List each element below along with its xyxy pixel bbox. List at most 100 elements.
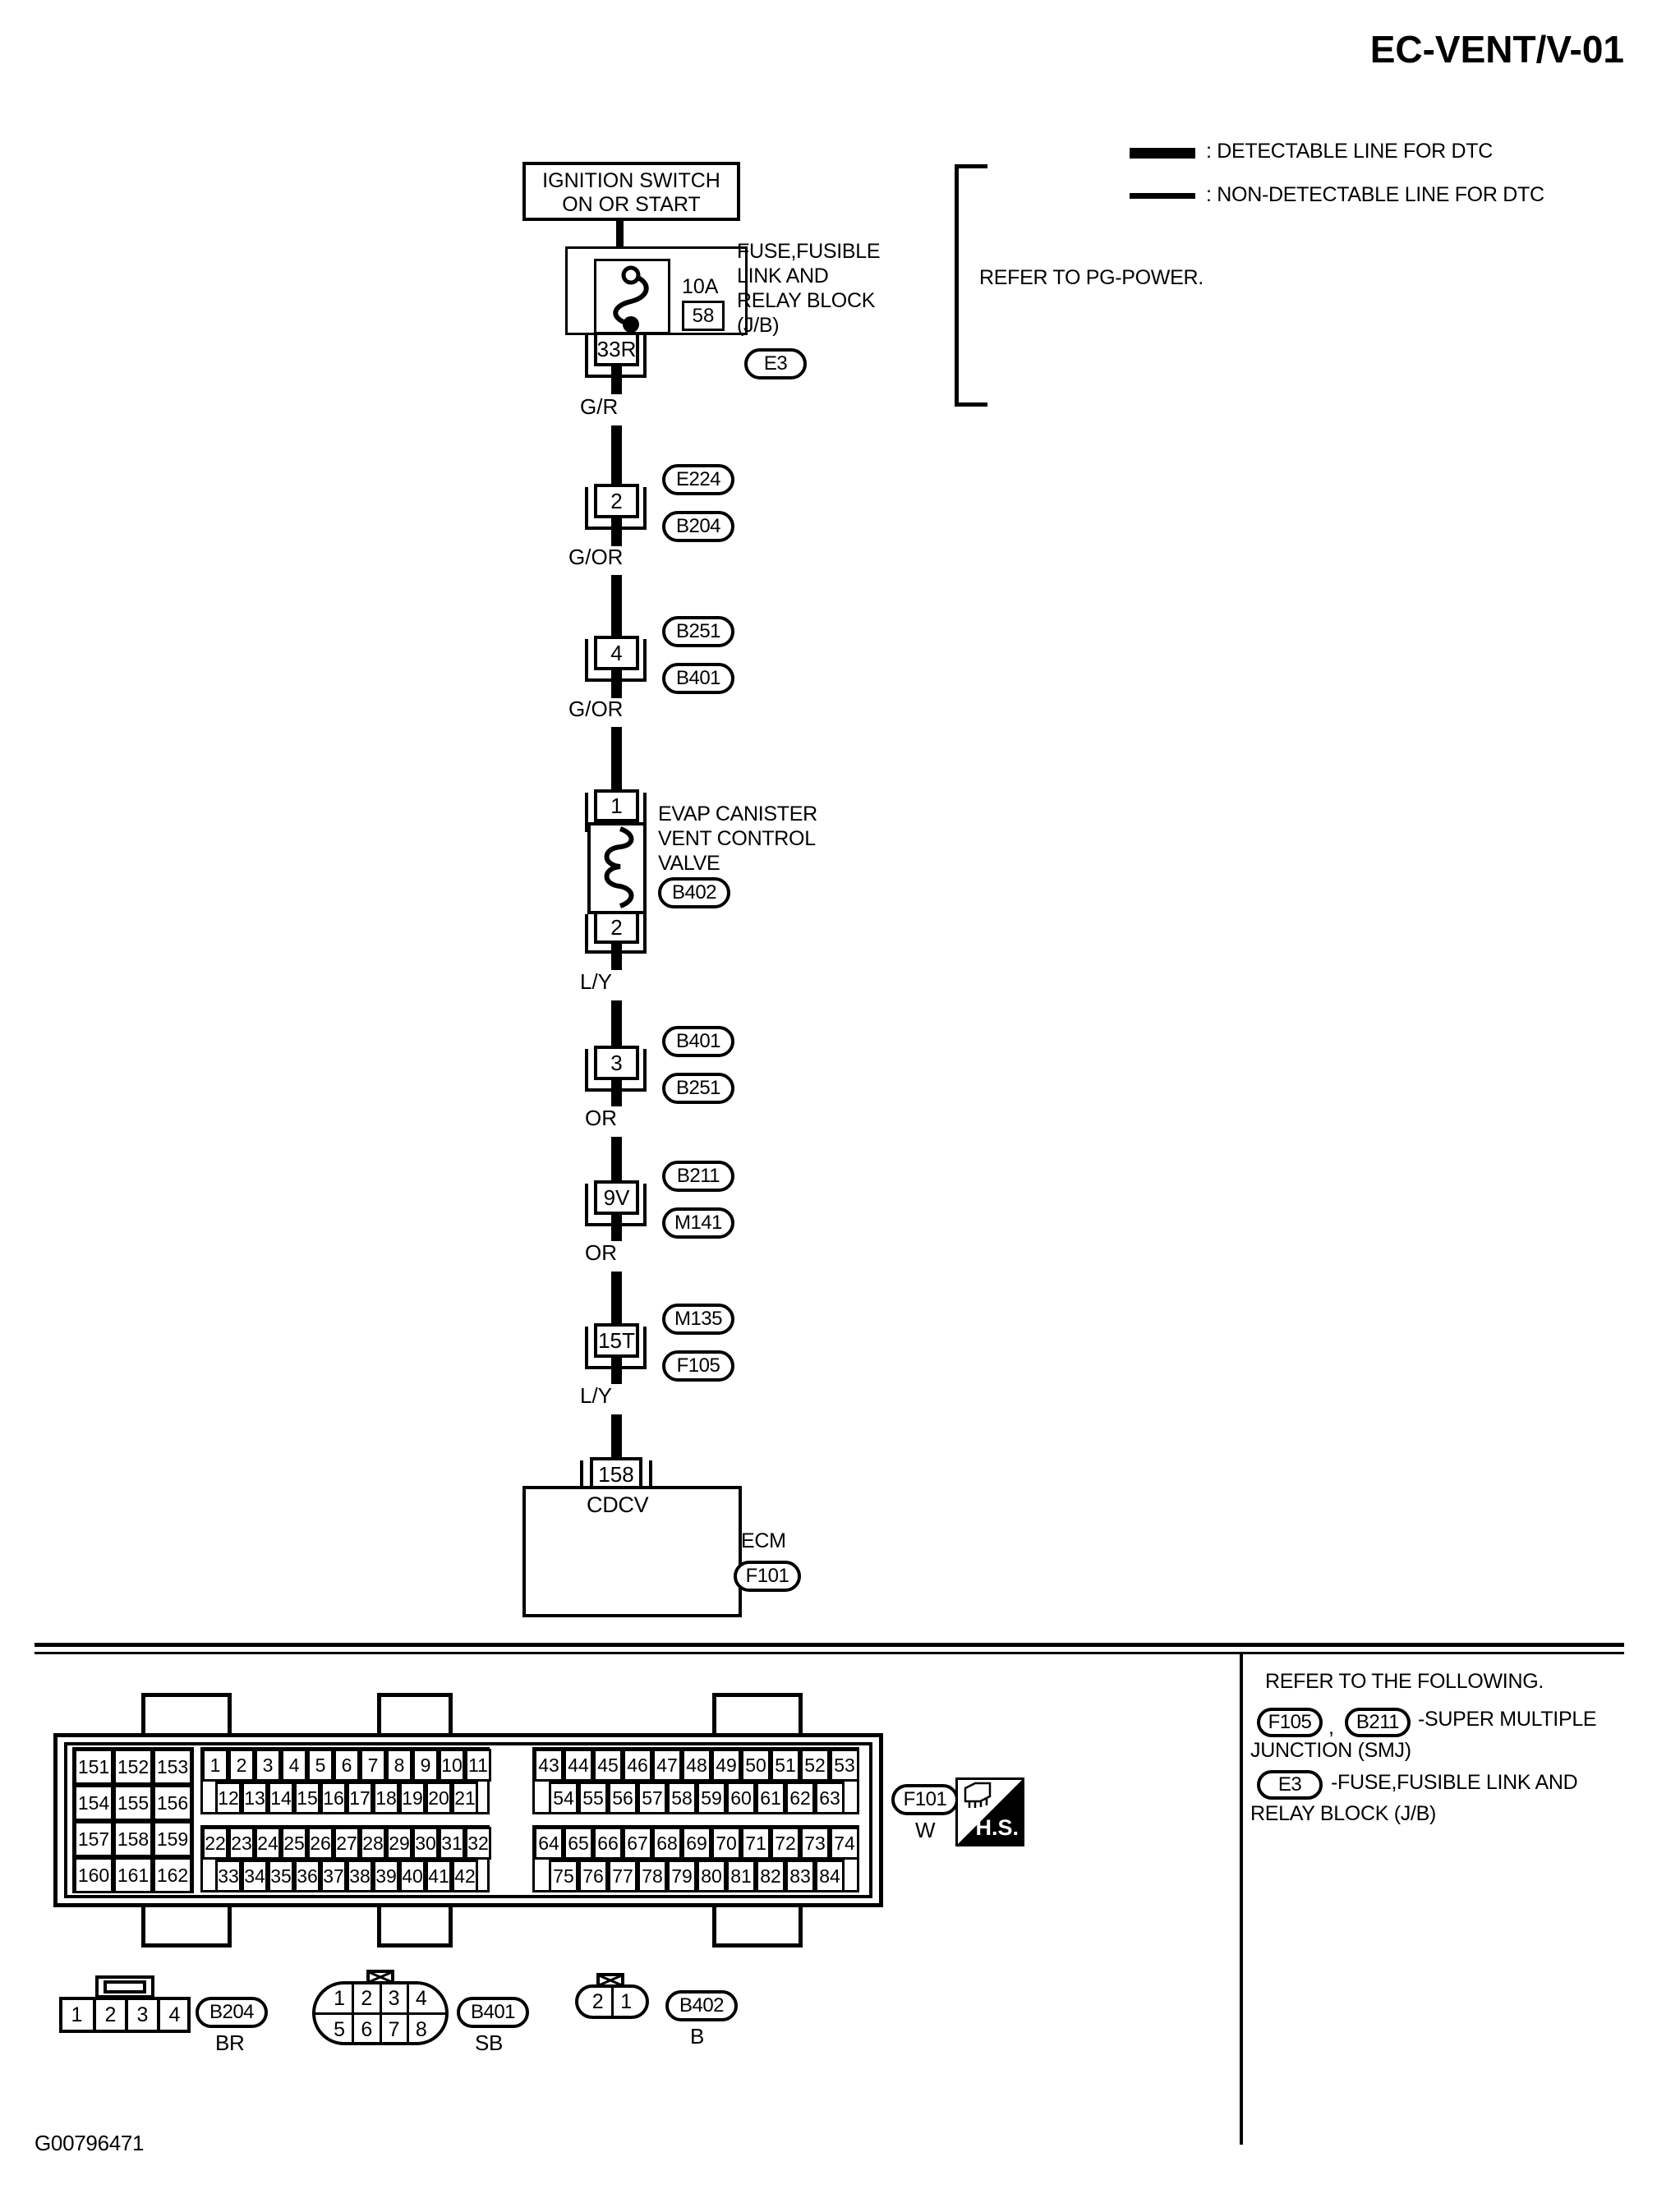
section-divider-top-2 xyxy=(35,1652,1624,1654)
bottom-connector-id-B204: B204 xyxy=(196,1997,268,2028)
ecm-pin-15: 15 xyxy=(294,1782,320,1814)
connector-tab-top-2 xyxy=(377,1693,453,1737)
wire-color-GOR-2: G/OR xyxy=(568,697,624,721)
evap-valve-label-line1: EVAP CANISTER xyxy=(658,802,817,825)
ecm-pin-26: 26 xyxy=(307,1827,334,1860)
wire-LY-2 xyxy=(611,1358,622,1384)
bottom-connector-color-B402: B xyxy=(690,2024,705,2049)
fuse-symbol-icon xyxy=(613,265,649,333)
b401-pin-8: 8 xyxy=(406,2014,434,2045)
ecm-name-label: ECM xyxy=(741,1529,786,1552)
ignition-switch-line1: IGNITION SWITCH xyxy=(542,169,720,192)
ecm-pin-153: 153 xyxy=(153,1749,192,1785)
b401-pin-7: 7 xyxy=(379,2014,407,2045)
refer-connector-id-E3: E3 xyxy=(1257,1770,1323,1800)
wire-OR-2 xyxy=(611,1215,622,1241)
b402-notch-x-icon xyxy=(598,1975,623,1986)
wire-GR xyxy=(611,366,622,394)
ecm-pin-77: 77 xyxy=(608,1860,637,1892)
ecm-pin-80: 80 xyxy=(697,1860,726,1892)
b401-row2: 5 6 7 8 xyxy=(327,2014,434,2045)
fuse-number-box: 58 xyxy=(682,301,725,331)
ecm-pin-9: 9 xyxy=(412,1749,439,1782)
ecm-pin-83: 83 xyxy=(785,1860,815,1892)
ecm-pin-154: 154 xyxy=(74,1785,113,1821)
ecm-pin-158: 158 xyxy=(113,1821,153,1857)
ecm-pin-54: 54 xyxy=(549,1782,578,1814)
ecm-pin-28: 28 xyxy=(360,1827,386,1860)
connector-id-B251-lower: B251 xyxy=(662,1073,734,1104)
wire-segment-3 xyxy=(611,727,622,793)
ecm-pin-35: 35 xyxy=(268,1860,294,1892)
detectable-line-swatch xyxy=(1130,148,1195,159)
connector-id-F105: F105 xyxy=(662,1350,734,1382)
ecm-pin-33: 33 xyxy=(215,1860,242,1892)
connector-wire-color-W: W xyxy=(915,1818,936,1842)
pin-3: 3 xyxy=(594,1046,639,1080)
ecm-pin-2: 2 xyxy=(228,1749,255,1782)
ecm-pin-24: 24 xyxy=(255,1827,281,1860)
pg-power-reference: REFER TO PG-POWER. xyxy=(979,266,1204,289)
ecm-pin-70: 70 xyxy=(711,1827,741,1860)
ignition-switch-line2: ON OR START xyxy=(562,193,701,216)
wire-color-OR-2: OR xyxy=(585,1240,617,1265)
ecm-pin-21: 21 xyxy=(452,1782,478,1814)
hs-icon-label: H.S. xyxy=(975,1815,1019,1840)
b402-row: 2 1 xyxy=(585,1986,639,2017)
b204-pin-2: 2 xyxy=(93,1998,125,2031)
section-divider-vertical xyxy=(1240,1652,1243,2145)
ecm-pin-56: 56 xyxy=(608,1782,637,1814)
b204-notch-inner xyxy=(104,1980,146,1994)
connector-tab-bottom-2 xyxy=(377,1903,453,1948)
ecm-pin-32: 32 xyxy=(465,1827,491,1860)
ecm-pin-40: 40 xyxy=(399,1860,426,1892)
ecm-pin-19: 19 xyxy=(399,1782,426,1814)
ecm-box xyxy=(522,1486,742,1617)
ecm-pin-160: 160 xyxy=(74,1857,113,1893)
detectable-line-label: : DETECTABLE LINE FOR DTC xyxy=(1206,140,1494,163)
ecm-pin-7: 7 xyxy=(360,1749,386,1782)
hs-icon: H.S. xyxy=(955,1777,1024,1846)
b401-row1: 1 2 3 4 xyxy=(327,1983,434,2014)
ecm-pin-151: 151 xyxy=(74,1749,113,1785)
connector-id-B402: B402 xyxy=(658,877,730,908)
ecm-pin-3: 3 xyxy=(255,1749,281,1782)
ecm-pin-31: 31 xyxy=(439,1827,465,1860)
refer-item-2-line2: RELAY BLOCK (J/B) xyxy=(1250,1802,1436,1825)
wire-color-LY-2: L/Y xyxy=(580,1383,613,1408)
ecm-pin-47: 47 xyxy=(652,1749,682,1782)
page-title: EC-VENT/V-01 xyxy=(1369,28,1624,71)
b401-pin-4: 4 xyxy=(406,1983,434,2014)
bottom-connector-color-B401: SB xyxy=(475,2030,504,2055)
refer-separator-comma: , xyxy=(1328,1716,1334,1739)
ecm-pin-51: 51 xyxy=(771,1749,800,1782)
ecm-pin-66: 66 xyxy=(593,1827,623,1860)
refer-item-1-line1: -SUPER MULTIPLE xyxy=(1418,1708,1597,1731)
ecm-pin-60: 60 xyxy=(726,1782,756,1814)
ecm-pin-76: 76 xyxy=(578,1860,608,1892)
ecm-pin-68: 68 xyxy=(652,1827,682,1860)
ecm-pin-46: 46 xyxy=(623,1749,652,1782)
ecm-pin-74: 74 xyxy=(830,1827,859,1860)
ecm-pin-12: 12 xyxy=(215,1782,242,1814)
wire-segment-1 xyxy=(611,425,622,490)
b401-pin-2: 2 xyxy=(352,1983,379,2014)
non-detectable-line-label: : NON-DETECTABLE LINE FOR DTC xyxy=(1206,183,1544,206)
ecm-pin-6: 6 xyxy=(334,1749,360,1782)
connector-id-B401-upper: B401 xyxy=(662,663,734,694)
connector-id-B401-lower: B401 xyxy=(662,1026,734,1057)
ecm-pin-55: 55 xyxy=(578,1782,608,1814)
ecm-pin-50: 50 xyxy=(741,1749,771,1782)
ecm-pin-69: 69 xyxy=(682,1827,711,1860)
ecm-pin-11: 11 xyxy=(465,1749,491,1782)
ecm-pin-37: 37 xyxy=(320,1860,347,1892)
bottom-connector-id-B401: B401 xyxy=(457,1997,529,2028)
ecm-terminal-label: CDCV xyxy=(587,1492,649,1517)
ecm-pin-27: 27 xyxy=(334,1827,360,1860)
connector-id-B204: B204 xyxy=(662,511,734,542)
connector-id-F101-view: F101 xyxy=(891,1784,959,1815)
connector-id-M141: M141 xyxy=(662,1207,734,1239)
ecm-pin-79: 79 xyxy=(667,1860,697,1892)
ecm-pin-4: 4 xyxy=(281,1749,307,1782)
connector-plug-icon xyxy=(964,1782,992,1808)
